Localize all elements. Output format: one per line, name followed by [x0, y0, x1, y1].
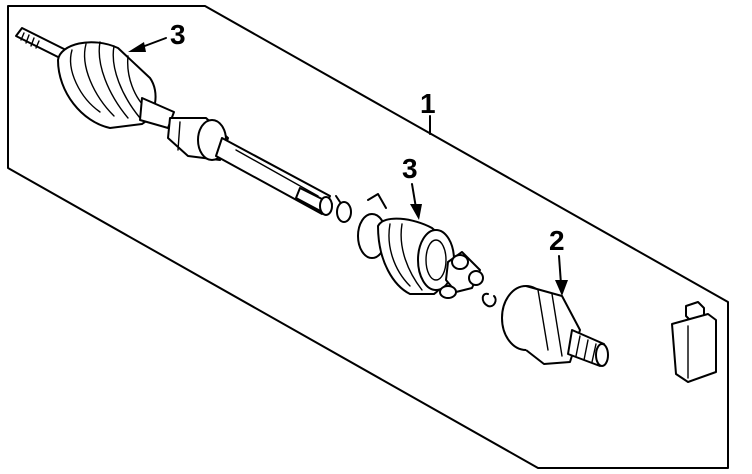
callout-boot-inner: 3 — [402, 153, 422, 220]
drive-shaft-bar — [215, 137, 333, 216]
shaft-damper — [167, 117, 229, 161]
callout-label-boot-outer: 3 — [170, 19, 186, 50]
callout-label-assembly: 1 — [420, 88, 436, 119]
circlip — [481, 292, 497, 308]
axle-shaft-assembly — [15, 27, 333, 216]
outer-cv-joint — [501, 285, 609, 367]
outer-boot — [57, 41, 175, 129]
assembly-panel — [7, 5, 729, 469]
callout-label-outer-joint: 2 — [549, 225, 565, 256]
inner-boot — [377, 217, 455, 295]
callout-boot-outer: 3 — [128, 19, 186, 52]
tripod-spider — [439, 251, 484, 299]
shaft-spline-end — [15, 27, 67, 59]
snap-ring-small — [336, 201, 352, 223]
callout-label-boot-inner: 3 — [402, 153, 418, 184]
callout-outer-joint: 2 — [549, 225, 568, 296]
callout-assembly: 1 — [420, 88, 436, 135]
grease-bottle — [671, 301, 717, 383]
inner-joint-group — [335, 193, 497, 308]
